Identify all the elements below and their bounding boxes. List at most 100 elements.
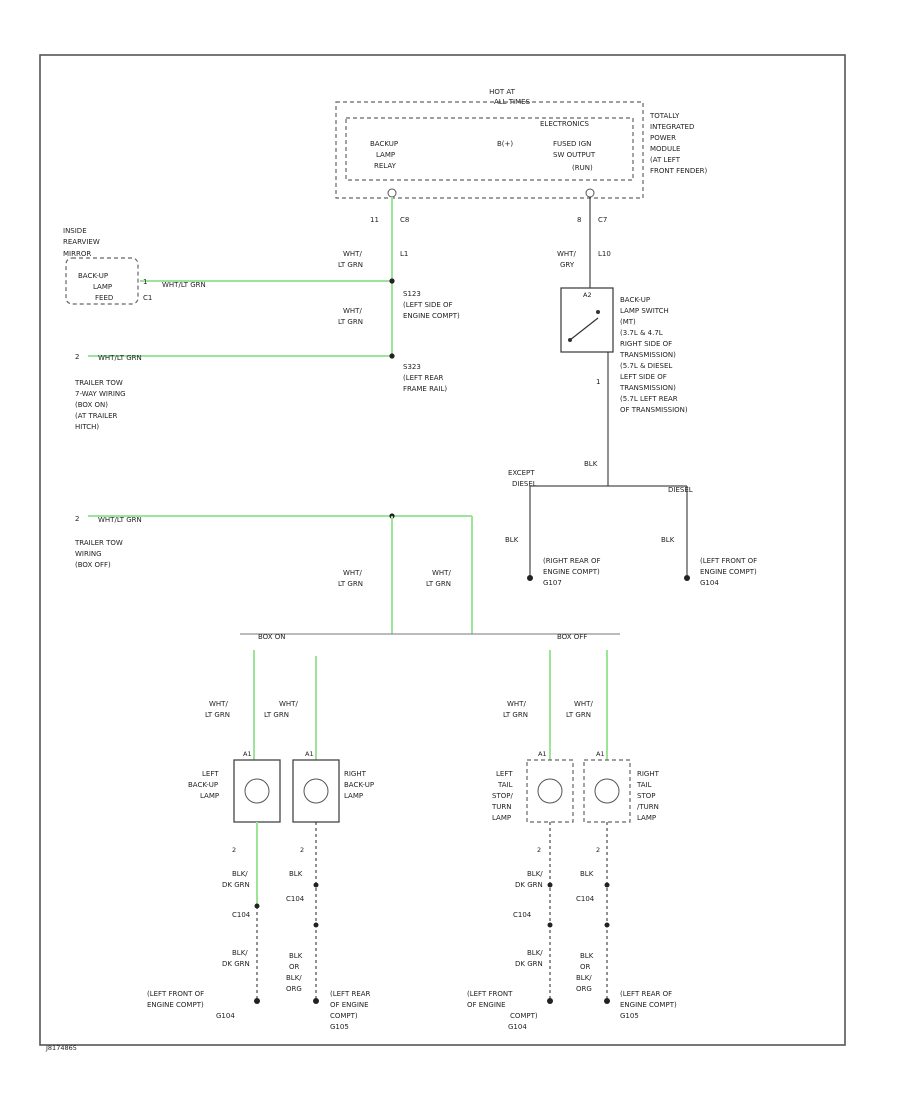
tipm-title-1: TOTALLY — [649, 112, 680, 120]
g104-bl-label-3: G104 — [216, 1012, 235, 1020]
rt-blk-2: BLK — [580, 952, 594, 960]
g104-top-label-3: G104 — [700, 579, 719, 587]
rb-or: OR — [289, 963, 300, 971]
g107-label-1: (RIGHT REAR OF — [543, 557, 601, 565]
ground-lb-icon — [254, 998, 260, 1004]
left-tail-label-4: TURN — [491, 803, 512, 811]
backup-switch-path: WHT/ GRY L10 A2 BACK-UP LAMP SWITCH (MT)… — [505, 197, 757, 587]
lt-pin-top: A1 — [538, 750, 547, 758]
trunk-wire-wht: WHT/ — [343, 250, 362, 258]
trailer-on-label-3: (BOX ON) — [75, 401, 108, 409]
lt-wire-ltgrn: LT GRN — [503, 711, 528, 719]
fused-ign-label-1: FUSED IGN — [553, 140, 591, 148]
switch-label-8: LEFT SIDE OF — [620, 373, 667, 381]
s123-label-3: ENGINE COMPT) — [403, 312, 460, 320]
b-plus-label: B(+) — [497, 140, 513, 148]
rt-blk-1: BLK — [580, 870, 594, 878]
switch-terminal-icon — [596, 310, 600, 314]
left-backup-label-1: LEFT — [202, 770, 219, 778]
trailer-off-wire-label: WHT/LT GRN — [98, 516, 142, 524]
switch-wire-l10: L10 — [598, 250, 611, 258]
g105-r-label-3: G105 — [620, 1012, 639, 1020]
trailer-on-label-1: TRAILER TOW — [74, 379, 123, 387]
mirror-title-3: MIRROR — [63, 250, 91, 258]
trailer-on-wire-label: WHT/LT GRN — [98, 354, 142, 362]
tipm-title-5: (AT LEFT — [650, 156, 681, 164]
tipm-outline — [335, 101, 644, 199]
rb-blk-1: BLK — [289, 870, 303, 878]
hot-at-label: HOT AT — [489, 88, 516, 96]
except-diesel-1: EXCEPT — [508, 469, 535, 477]
switch-label-6: TRANSMISSION) — [619, 351, 676, 359]
pin-c8-icon — [387, 188, 397, 198]
splice-s123-icon — [389, 278, 395, 284]
rb-blk-2: BLK — [289, 952, 303, 960]
s123-label-2: (LEFT SIDE OF — [403, 301, 453, 309]
g105-l-label-4: G105 — [330, 1023, 349, 1031]
rt-wire-wht: WHT/ — [574, 700, 593, 708]
rb-pin-top: A1 — [305, 750, 314, 758]
left-tail-label-5: LAMP — [492, 814, 511, 822]
g104-br-label-1: (LEFT FRONT — [467, 990, 513, 998]
right-backup-bulb-icon — [303, 778, 329, 804]
rt-conn2-icon — [604, 922, 610, 928]
trailer-tow-box-on: 2 WHT/LT GRN TRAILER TOW 7-WAY WIRING (B… — [74, 353, 142, 431]
g107-wire-blk: BLK — [505, 536, 519, 544]
switch-pivot-icon — [568, 338, 572, 342]
conn-c8-label: C8 — [400, 216, 409, 224]
g104-bl-label-2: ENGINE COMPT) — [147, 1001, 204, 1009]
switch-label-11: OF TRANSMISSION) — [620, 406, 688, 414]
tipm-title-6: FRONT FENDER) — [650, 167, 707, 175]
g105-r-label-2: ENGINE COMPT) — [620, 1001, 677, 1009]
rt-pin-bottom: 2 — [596, 846, 600, 854]
lt-conn-icon — [547, 882, 553, 888]
switch-contact-icon — [569, 317, 599, 341]
lt-blk-2: BLK/ — [527, 949, 543, 957]
lamp-group: WHT/ LT GRN WHT/ LT GRN WHT/ LT GRN WHT/… — [147, 650, 677, 1031]
g104-br-label-3: COMPT) — [510, 1012, 538, 1020]
splice-s323-icon — [389, 353, 395, 359]
trailer-on-label-5: HITCH) — [75, 423, 99, 431]
box-on-feed-wht: WHT/ — [343, 569, 362, 577]
box-off-feed-ltgrn: LT GRN — [426, 580, 451, 588]
left-tail-label-2: TAIL — [497, 781, 513, 789]
left-backup-label-3: LAMP — [200, 792, 219, 800]
g104-br-label-2: OF ENGINE — [467, 1001, 506, 1009]
trailer-off-pin: 2 — [75, 515, 79, 523]
lb-wire-ltgrn: LT GRN — [205, 711, 230, 719]
g104-top-label-2: ENGINE COMPT) — [700, 568, 757, 576]
fused-ign-label-2: SW OUTPUT — [553, 151, 596, 159]
switch-pin-top: A2 — [583, 291, 592, 299]
rb-conn2-icon — [313, 922, 319, 928]
backup-relay-label-2: LAMP — [376, 151, 395, 159]
switch-label-10: (5.7L LEFT REAR — [620, 395, 678, 403]
switch-label-9: TRANSMISSION) — [619, 384, 676, 392]
backup-relay-label-3: RELAY — [374, 162, 397, 170]
trunk-wire-l1: L1 — [400, 250, 408, 258]
lb-conn: C104 — [232, 911, 251, 919]
ground-g104-icon — [684, 575, 690, 581]
g105-l-label-2: OF ENGINE — [330, 1001, 369, 1009]
mirror-lamp-1: BACK-UP — [78, 272, 108, 280]
tipm-module: HOT AT ALL TIMES TOTALLY INTEGRATED POWE… — [335, 88, 707, 224]
tipm-title-2: INTEGRATED — [650, 123, 694, 131]
lb-pin-top: A1 — [243, 750, 252, 758]
right-tail-bulb-icon — [594, 778, 620, 804]
rb-conn-icon — [313, 882, 319, 888]
conn-c7-label: C7 — [598, 216, 607, 224]
except-diesel-2: DIESEL — [512, 480, 537, 488]
rt-org: ORG — [576, 985, 592, 993]
switch-label-4: (3.7L & 4.7L — [620, 329, 663, 337]
trailer-tow-box-off: 2 WHT/LT GRN TRAILER TOW WIRING (BOX OFF… — [74, 513, 620, 641]
right-tail-lamp — [583, 759, 631, 823]
lb-pin-bottom: 2 — [232, 846, 236, 854]
switch-label-2: LAMP SWITCH — [620, 307, 669, 315]
rt-pin-top: A1 — [596, 750, 605, 758]
lb-wire-wht: WHT/ — [209, 700, 228, 708]
lb-dkgrn-1: DK GRN — [222, 881, 250, 889]
rt-wire-ltgrn: LT GRN — [566, 711, 591, 719]
diagram-code: J8174865 — [45, 1044, 77, 1052]
mirror-outline — [65, 257, 139, 305]
pin-c7-icon — [585, 188, 595, 198]
